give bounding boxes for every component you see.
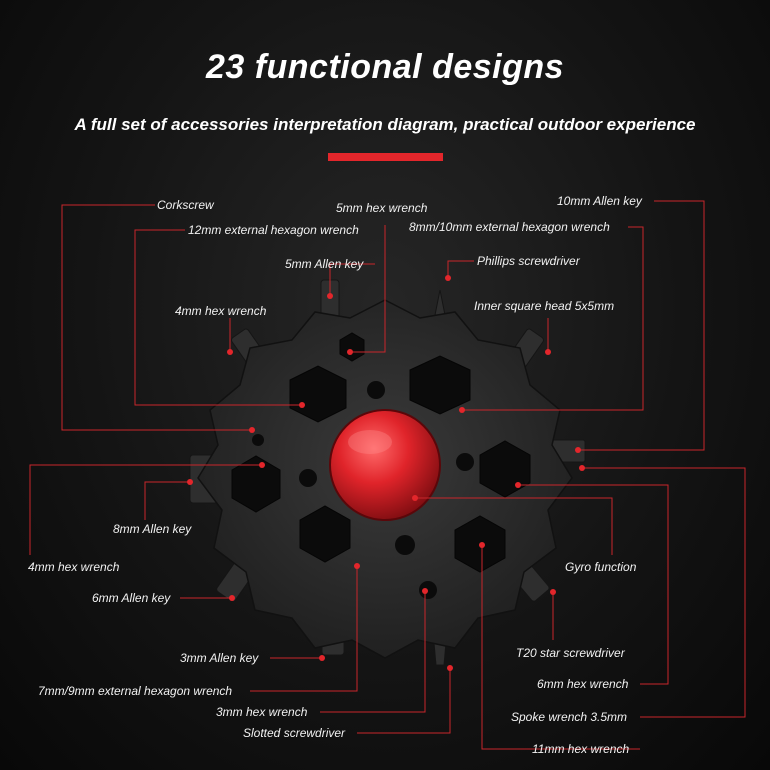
hex-hole-top-right	[409, 355, 471, 415]
leader-dots	[187, 275, 585, 671]
round-hole-3	[456, 453, 474, 471]
hex-hole-bottom-left	[299, 505, 351, 563]
label-4mm-hex-wrench-top: 4mm hex wrench	[175, 304, 267, 318]
hex-hole-top-left	[289, 365, 347, 423]
label-12mm-external-hex: 12mm external hexagon wrench	[188, 223, 359, 237]
label-6mm-allen-key: 6mm Allen key	[92, 591, 171, 605]
label-8mm-allen-key: 8mm Allen key	[113, 522, 192, 536]
label-5mm-allen-key: 5mm Allen key	[285, 257, 364, 271]
label-4mm-hex-wrench-left: 4mm hex wrench	[28, 560, 120, 574]
label-phillips: Phillips screwdriver	[477, 254, 581, 268]
leader-lines	[29, 200, 746, 750]
snowflake-multitool	[189, 279, 586, 666]
round-hole-4	[395, 535, 415, 555]
round-hole-6	[252, 434, 264, 446]
label-8-10mm-external-hex: 8mm/10mm external hexagon wrench	[409, 220, 610, 234]
hex-hole-top	[339, 332, 365, 362]
label-spoke-wrench: Spoke wrench 3.5mm	[511, 710, 627, 724]
page-subtitle: A full set of accessories interpretation…	[74, 115, 696, 134]
page-title: 23 functional designs	[205, 48, 565, 86]
gyro-spinner-knob	[329, 409, 441, 521]
round-hole-5	[419, 581, 437, 599]
label-inner-square: Inner square head 5x5mm	[474, 299, 614, 313]
label-gyro-function: Gyro function	[565, 560, 637, 574]
label-corkscrew: Corkscrew	[157, 198, 215, 212]
round-hole-1	[367, 381, 385, 399]
label-11mm-hex-wrench: 11mm hex wrench	[532, 742, 629, 756]
label-t20-star: T20 star screwdriver	[516, 646, 626, 660]
label-10mm-allen-key: 10mm Allen key	[557, 194, 643, 208]
accent-bar	[328, 153, 443, 161]
label-slotted-screwdriver: Slotted screwdriver	[243, 726, 346, 740]
hex-hole-left	[231, 455, 281, 513]
label-6mm-hex-wrench: 6mm hex wrench	[537, 677, 629, 691]
label-7-9mm-external-hex: 7mm/9mm external hexagon wrench	[38, 684, 232, 698]
label-5mm-hex-wrench: 5mm hex wrench	[336, 201, 428, 215]
label-3mm-hex-wrench: 3mm hex wrench	[216, 705, 308, 719]
round-hole-2	[299, 469, 317, 487]
label-3mm-allen-key: 3mm Allen key	[180, 651, 259, 665]
